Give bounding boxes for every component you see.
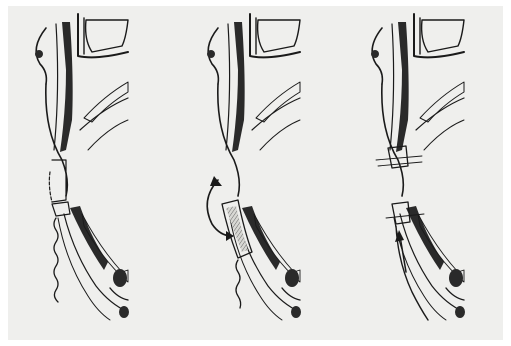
- panel-2: [207, 14, 301, 320]
- panel-1: [35, 14, 129, 320]
- cross-section-3: [371, 14, 465, 320]
- wavy-skin-edge-1: [54, 218, 58, 302]
- cross-section-1: [35, 14, 129, 320]
- wavy-skin-edge-2: [236, 260, 241, 308]
- panel-3: [371, 14, 465, 320]
- gap-dashed-outline: [49, 172, 52, 202]
- cross-section-2: [207, 14, 301, 320]
